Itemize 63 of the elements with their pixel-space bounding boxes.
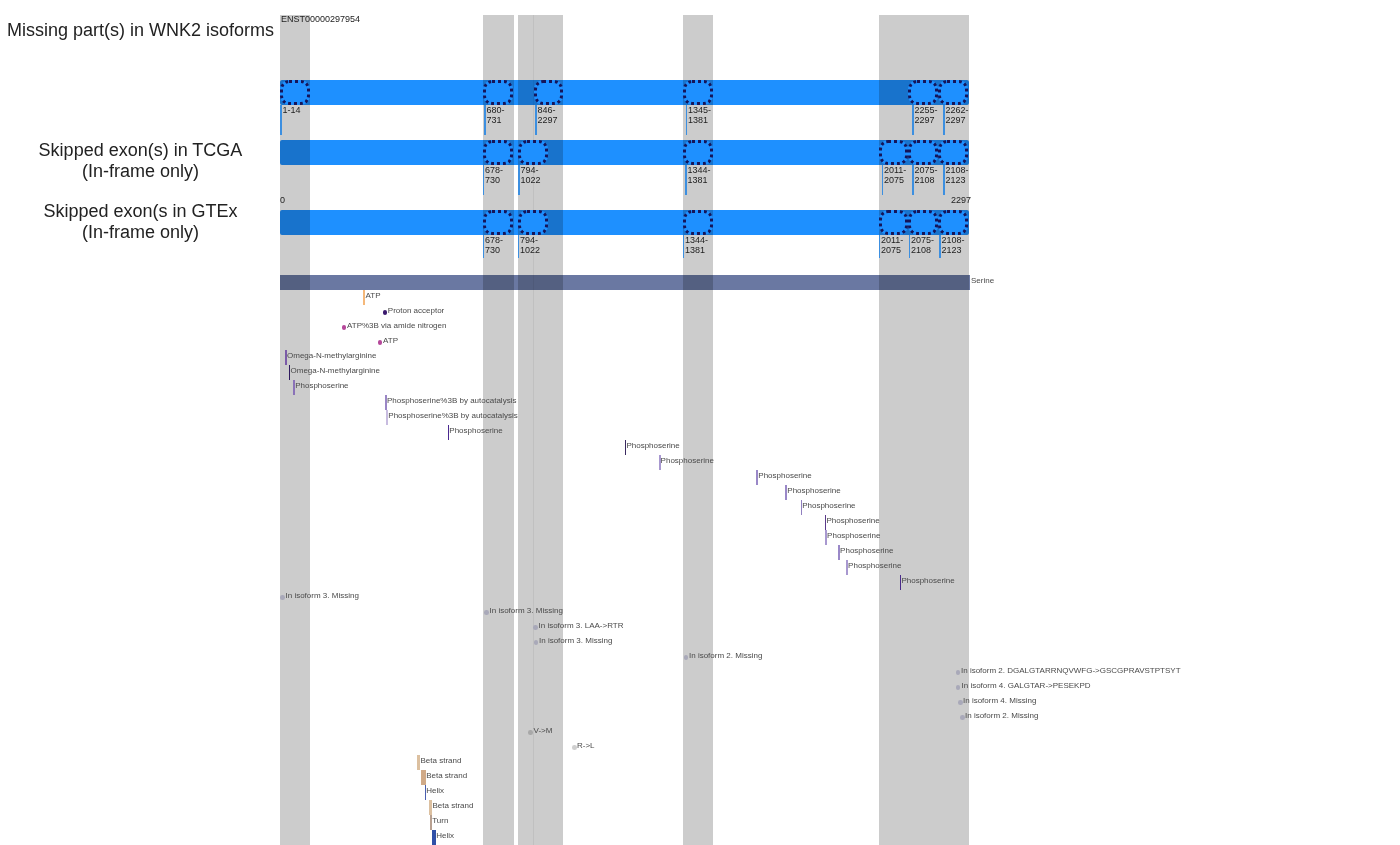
feature-label: Phosphoserine: [901, 575, 955, 586]
variant-label: R->L: [577, 740, 595, 751]
feature-label: Phosphoserine: [626, 440, 680, 451]
range-label: 1-14: [282, 104, 302, 115]
feature-label: Phosphoserine: [660, 455, 714, 466]
range-label: 794-1022: [520, 234, 542, 255]
variant-label: In isoform 2. Missing: [689, 650, 763, 661]
track-heading: Missing part(s) in WNK2 isoforms: [7, 19, 275, 41]
range-label: 2108-2123: [945, 164, 970, 185]
variant-label: In isoform 2. DGALGTARRNQVWFG->GSCGPRAVSTPTSYT: [961, 665, 1181, 676]
variant-label: In isoform 3. Missing: [285, 590, 359, 601]
variant-label: In isoform 4. Missing: [963, 695, 1037, 706]
feature-label: Phosphoserine: [449, 425, 503, 436]
range-label: 2011-2075: [884, 164, 908, 185]
feature-label: Proton acceptor: [387, 305, 445, 316]
variant-label: In isoform 3. Missing: [489, 605, 563, 616]
feature-label: Phosphoserine: [787, 485, 841, 496]
range-label: 2262-2297: [945, 104, 970, 125]
range-label: 2075-2108: [911, 234, 936, 255]
structure-label: Beta strand: [432, 800, 474, 811]
range-label: 678-730: [485, 164, 504, 185]
range-label: 1345-1381: [688, 104, 713, 125]
track-heading: Skipped exon(s) in TCGA (In-frame only): [37, 139, 244, 182]
feature-label: Phosphoserine: [826, 515, 880, 526]
range-label: 2011-2075: [881, 234, 905, 255]
feature-label: Omega-N-methylarginine: [290, 365, 380, 376]
feature-label: Phosphoserine: [802, 500, 856, 511]
track-heading: Skipped exon(s in GTEx (In-frame only): [42, 200, 239, 243]
feature-label: ATP: [383, 335, 398, 346]
feature-label: ATP: [365, 290, 381, 301]
variant-label: In isoform 4. GALGTAR->PESEKPD: [961, 680, 1091, 691]
range-label: 1344-1381: [685, 234, 710, 255]
range-label: 678-730: [485, 234, 504, 255]
range-label: 1344-1381: [687, 164, 712, 185]
axis-label: 0: [280, 195, 285, 205]
structure-label: Beta strand: [420, 755, 462, 766]
range-label: 794-1022: [520, 164, 542, 185]
range-label: 2108-2123: [941, 234, 966, 255]
feature-label: ATP%3B via amide nitrogen: [347, 320, 447, 331]
feature-label: Phosphoserine%3B by autocatalysis: [387, 395, 517, 406]
domain-bar: [280, 275, 970, 290]
feature-label: Phosphoserine%3B by autocatalysis: [388, 410, 518, 421]
transcript-id: ENST00000297954: [281, 14, 361, 24]
range-label: 2075-2108: [914, 164, 939, 185]
feature-label: Phosphoserine: [758, 470, 812, 481]
variant-label: V->M: [533, 725, 553, 736]
feature-label: Phosphoserine: [840, 545, 894, 556]
variant-label: In isoform 3. LAA->RTR: [538, 620, 624, 631]
structure-label: Turn: [432, 815, 449, 826]
structure-label: Helix: [436, 830, 454, 841]
feature-label: Phosphoserine: [295, 380, 349, 391]
feature-label: Phosphoserine: [848, 560, 902, 571]
bar-label: Serine: [971, 275, 995, 286]
range-label: 846-2297: [537, 104, 559, 125]
range-label: 680-731: [486, 104, 506, 125]
structure-label: Beta strand: [426, 770, 468, 781]
variant-label: In isoform 3. Missing: [539, 635, 613, 646]
axis-label: 2297: [950, 195, 971, 205]
variant-label: In isoform 2. Missing: [965, 710, 1039, 721]
feature-label: Omega-N-methylarginine: [287, 350, 377, 361]
feature-label: Phosphoserine: [827, 530, 881, 541]
structure-label: Helix: [426, 785, 445, 796]
range-label: 2255-2297: [914, 104, 939, 125]
